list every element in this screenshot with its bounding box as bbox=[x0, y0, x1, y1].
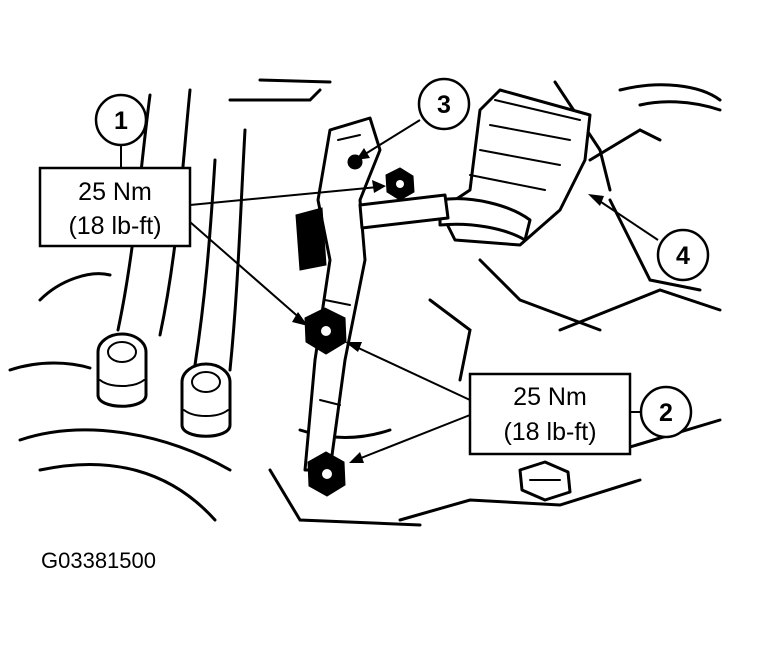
bolt-upper bbox=[385, 167, 415, 201]
callout-2-number-circle bbox=[639, 385, 693, 439]
bolt-lower bbox=[307, 451, 346, 497]
mounting-bracket bbox=[303, 116, 382, 472]
callout-1-torque-nm: 25 Nm bbox=[78, 178, 152, 206]
callout-2: 25 Nm (18 lb-ft) 2 bbox=[468, 372, 693, 456]
hose-fitting-left bbox=[96, 332, 148, 408]
callout-1-number: 1 bbox=[114, 107, 128, 135]
callout-1-torque-lbft: (18 lb-ft) bbox=[68, 212, 161, 240]
callout-3-number: 3 bbox=[437, 91, 451, 119]
callout-4-number: 4 bbox=[676, 242, 690, 270]
callout-1-torque-box bbox=[38, 166, 192, 248]
callout-3-number-circle bbox=[417, 77, 471, 131]
callout-4: 4 bbox=[656, 228, 710, 282]
callout-2-torque-box bbox=[468, 372, 632, 456]
callout-2-torque-lbft: (18 lb-ft) bbox=[503, 418, 596, 446]
callout-1-number-circle bbox=[94, 93, 148, 147]
hose-fitting-right bbox=[180, 362, 232, 438]
engine-background-lines bbox=[8, 78, 722, 527]
bolt-stud-left bbox=[295, 207, 327, 271]
hex-nut-lower-right bbox=[518, 460, 572, 502]
callout-3: 3 bbox=[417, 77, 471, 131]
callout-2-torque-nm: 25 Nm bbox=[513, 383, 587, 411]
figure-id: G03381500 bbox=[41, 548, 156, 573]
callout-1: 1 25 Nm (18 lb-ft) bbox=[38, 93, 192, 248]
callout-2-number: 2 bbox=[659, 399, 673, 427]
cable-assembly bbox=[358, 88, 592, 247]
callout-4-number-circle bbox=[656, 228, 710, 282]
